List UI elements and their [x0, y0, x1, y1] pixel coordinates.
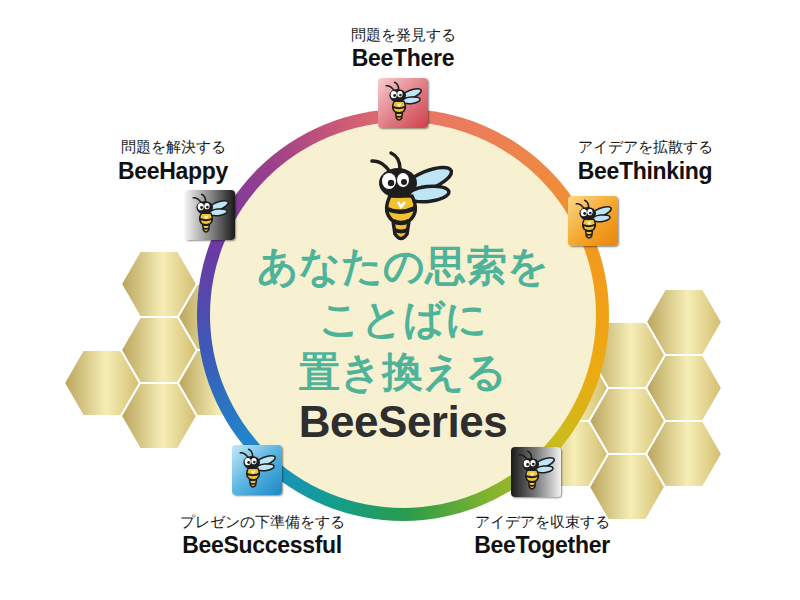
role-caption: 問題を発見する: [351, 26, 456, 44]
bee-icon: [576, 200, 612, 238]
app-name: BeeThinking: [578, 158, 713, 184]
bee-icon: [519, 451, 555, 489]
icon-art: [378, 78, 428, 128]
circle-fill: [210, 122, 596, 508]
app-icon: 問題を発見するBeeThere: [378, 78, 428, 128]
bee-icon: [193, 194, 229, 232]
icon-art: [185, 190, 235, 240]
role-caption: プレゼンの下準備をする: [180, 513, 345, 531]
app-name: BeeTogether: [474, 532, 610, 558]
app-icon: アイデアを拡散するBeeThinking: [568, 196, 618, 246]
bee-icon: [240, 449, 276, 487]
tagline: あなたの思索を ことばに 置き換える: [243, 240, 563, 399]
role-caption: アイデアを収束する: [475, 513, 610, 531]
role-caption: 問題を解決する: [121, 138, 226, 156]
app-icon: 問題を解決するBeeHappy: [185, 190, 235, 240]
icon-art: [568, 196, 618, 246]
series-name: BeeSeries: [299, 398, 507, 446]
app-name: BeeThere: [352, 45, 454, 71]
app-icon: プレゼンの下準備をするBeeSuccessful: [232, 445, 282, 495]
app-icon: アイデアを収束するBeeTogether: [511, 447, 561, 497]
app-name: BeeHappy: [118, 158, 228, 184]
bee-icon: [386, 82, 422, 120]
icon-art: [511, 447, 561, 497]
role-caption: アイデアを拡散する: [578, 138, 713, 156]
app-name: BeeSuccessful: [182, 532, 342, 558]
icon-art: [232, 445, 282, 495]
bee-illustration: [372, 153, 455, 239]
